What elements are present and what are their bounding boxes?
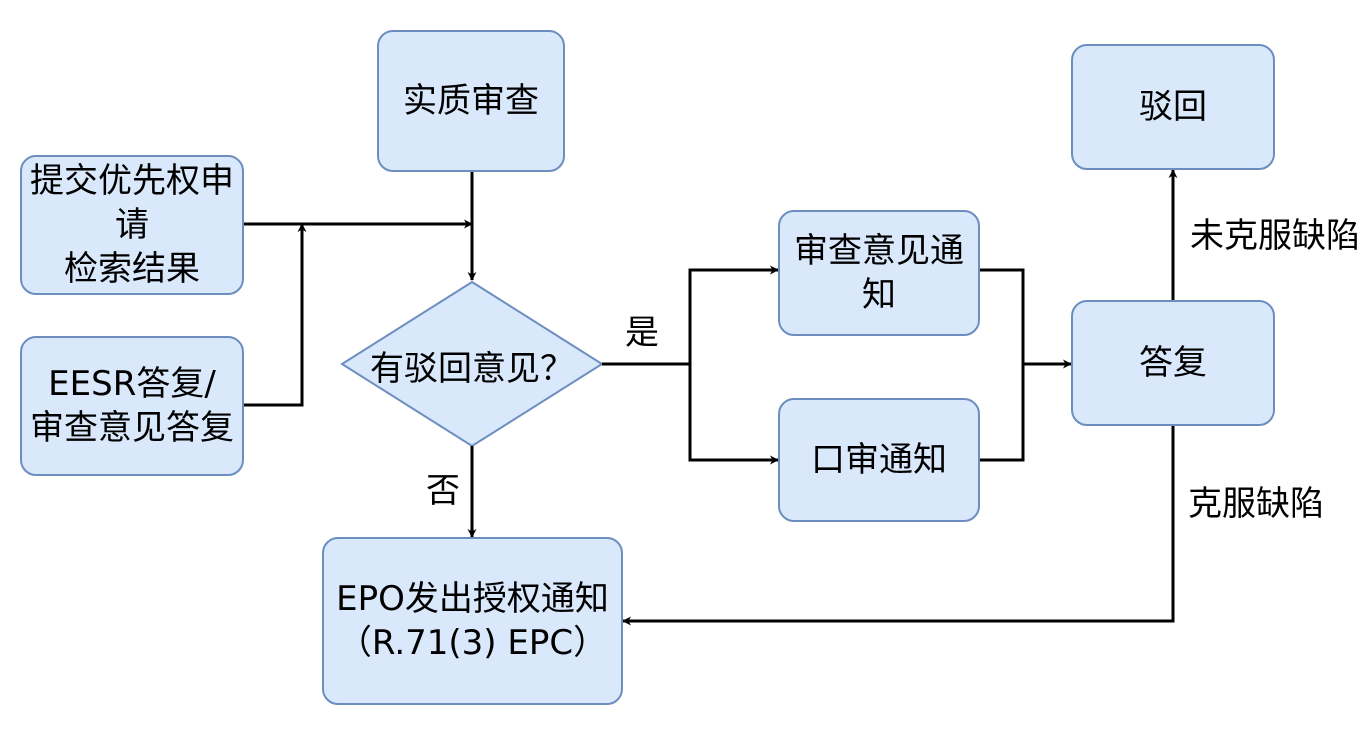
edge-to-oral-notice [688,364,779,465]
node-label: EPO发出授权通知 [336,578,609,619]
reply-node: 答复 [1071,300,1275,426]
edge-label-no: 否 [426,471,460,511]
submit-priority-node: 提交优先权申请 检索结果 [20,155,244,295]
node-label: （R.71(3) EPC） [337,623,608,663]
node-label: 驳回 [1139,86,1207,127]
node-label: 检索结果 [64,249,200,290]
exam-opinion-notice-node: 审查意见通知 [778,210,980,336]
edge-label-yes: 是 [625,313,659,353]
node-label: 提交优先权申请 [30,160,234,245]
edge-label-not-overcome: 未克服缺陷 [1190,216,1360,256]
node-label: 答复 [1139,342,1207,383]
eesr-reply-node: EESR答复/ 审查意见答复 [20,336,244,476]
edge-label-overcome: 克服缺陷 [1188,484,1324,524]
node-label: EESR答复/ [48,363,216,404]
decision-label: 有驳回意见？ [342,341,602,390]
substantive-exam-node: 实质审查 [377,30,565,172]
node-label: 审查意见答复 [30,408,234,448]
node-label: 实质审查 [403,80,539,121]
edge-eesr-to-merge [244,223,307,407]
edge-exam-notice-to-reply [980,268,1025,364]
edge-reply-to-grant [622,426,1175,626]
grant-notice-node: EPO发出授权通知 （R.71(3) EPC） [322,537,623,705]
oral-notice-node: 口审通知 [778,398,980,522]
reject-node: 驳回 [1071,44,1275,170]
edge-to-exam-notice [688,265,779,364]
node-label: 口审通知 [811,439,947,480]
edge-oral-notice-to-reply [980,364,1025,462]
node-label: 有驳回意见？ [370,349,574,389]
node-label: 审查意见通知 [794,230,964,315]
